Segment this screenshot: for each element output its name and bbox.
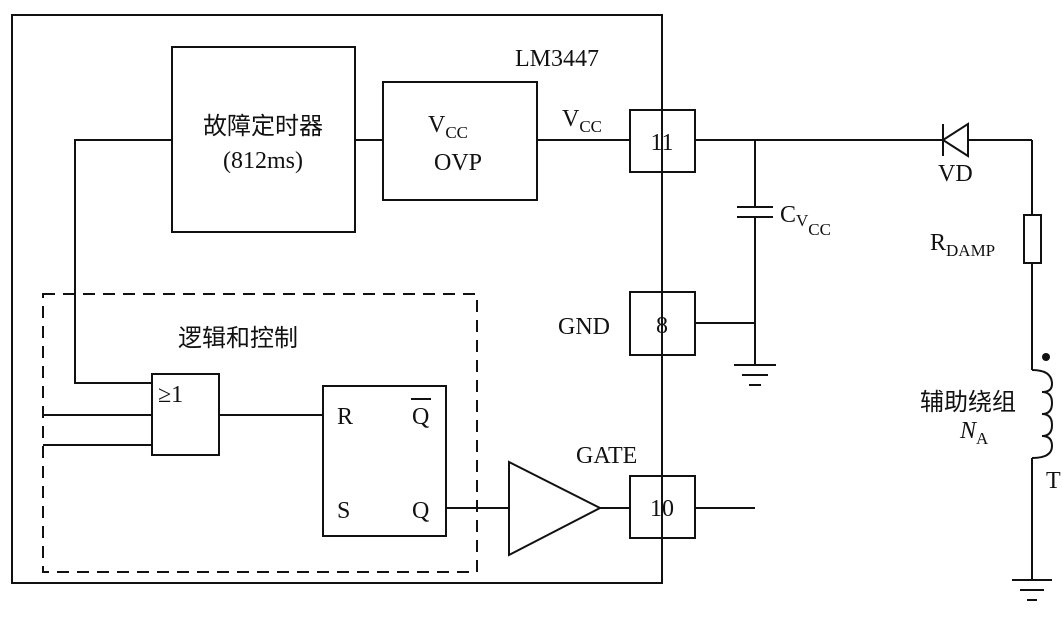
transformer-label: T [1046, 468, 1061, 494]
ovp-label: OVP [434, 150, 482, 176]
chip-name: LM3447 [515, 46, 599, 72]
resistor-label: RDAMP [930, 230, 995, 260]
chip-outline [11, 14, 663, 584]
ovp-label-vcc: VCC [428, 112, 468, 142]
logic-control-title: 逻辑和控制 [178, 325, 298, 352]
ff-r-label: R [337, 404, 353, 430]
pin-10-number: 10 [650, 496, 674, 522]
resistor-icon [1023, 214, 1042, 264]
vcc-pin-label: VCC [562, 106, 602, 136]
ground-icon [1012, 579, 1052, 601]
pin-11-number: 11 [650, 130, 673, 156]
or-gate-label: ≥1 [158, 382, 183, 408]
fault-timer-time: (812ms) [223, 148, 303, 174]
ground-icon [734, 364, 776, 386]
capacitor-label: CVCC [780, 202, 831, 239]
gnd-pin-label: GND [558, 314, 610, 340]
diode-icon [941, 122, 969, 158]
ff-s-label: S [337, 498, 350, 524]
ff-qbar-label: Q [412, 404, 429, 430]
logic-control-box [42, 293, 478, 573]
winding-title: 辅助绕组 [920, 389, 1016, 416]
diode-label: VD [938, 161, 973, 187]
wire-timer-to-or [74, 139, 172, 384]
pin-8-number: 8 [656, 313, 668, 339]
gate-driver-buffer [508, 460, 603, 557]
fault-timer-title: 故障定时器 [203, 113, 323, 140]
inductor-winding-icon [1031, 369, 1054, 459]
winding-symbol: NA [959, 418, 989, 448]
sr-flipflop [322, 385, 447, 537]
gate-pin-label: GATE [576, 443, 637, 469]
ff-q-label: Q [412, 498, 429, 524]
polarity-dot [1042, 353, 1050, 361]
